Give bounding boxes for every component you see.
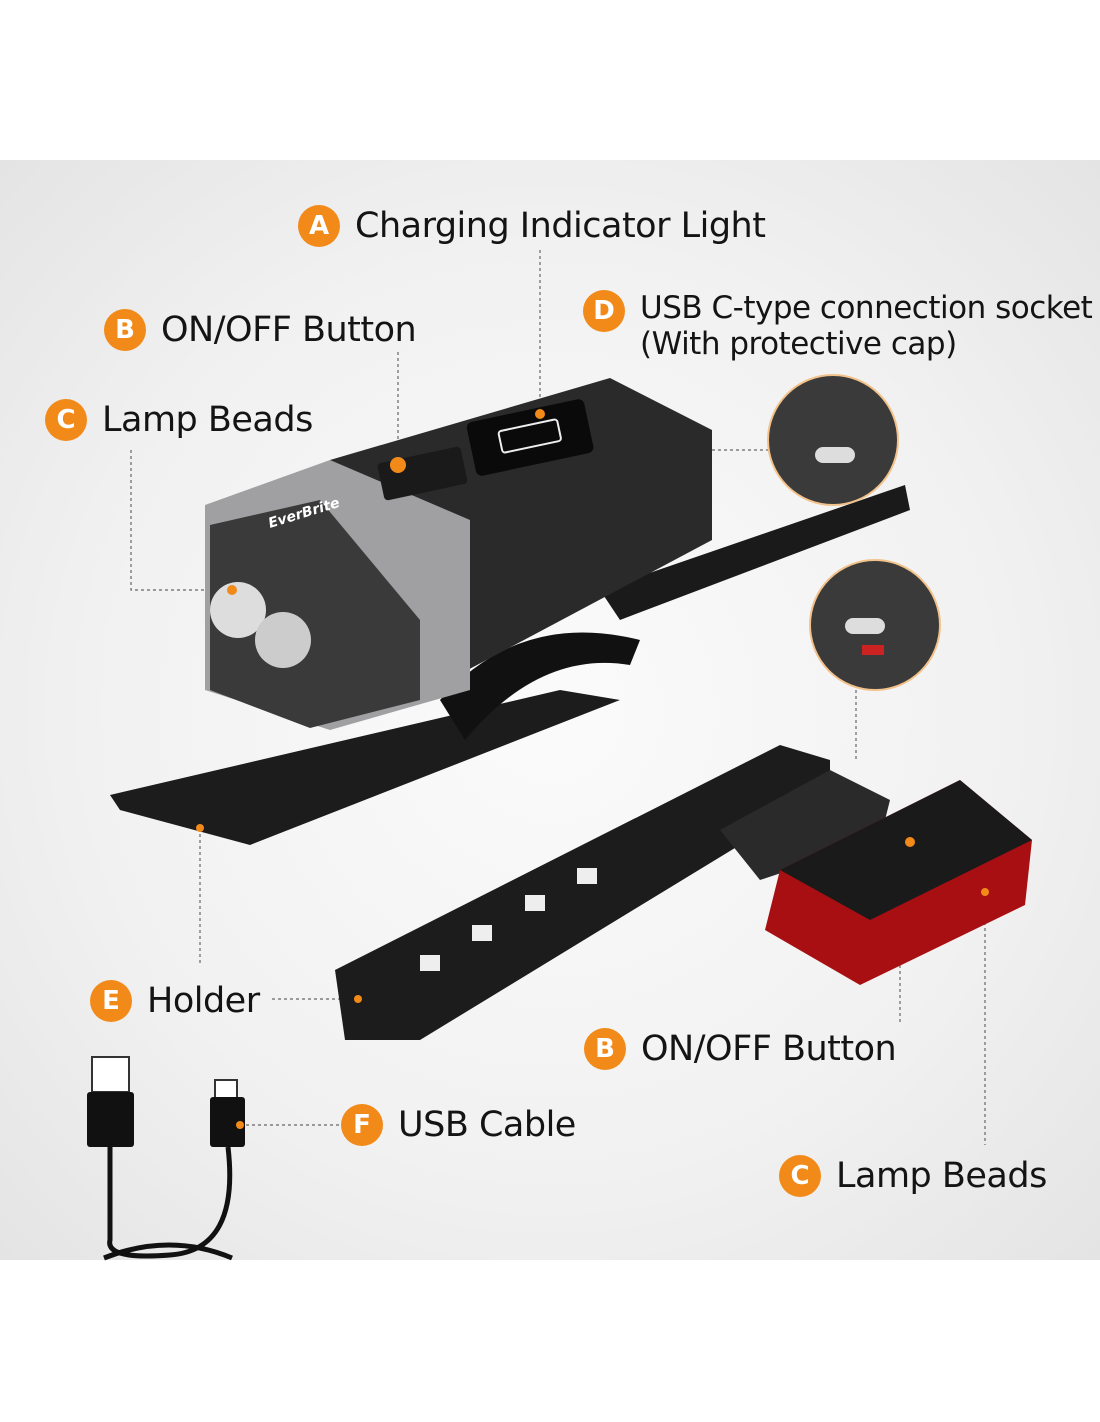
label-text: ON/OFF Button — [161, 310, 417, 350]
label-lamp-beads: C Lamp Beads — [45, 399, 313, 441]
label-on-off-button: B ON/OFF Button — [104, 309, 417, 351]
front-light-icon: EverBrite — [196, 378, 712, 832]
badge-f: F — [341, 1104, 383, 1146]
label-text: Holder — [147, 981, 260, 1021]
label-holder: E Holder — [90, 980, 260, 1022]
label-text: USB Cable — [398, 1105, 576, 1145]
label-text: ON/OFF Button — [641, 1029, 897, 1069]
label-text: Charging Indicator Light — [355, 206, 766, 246]
usb-c-socket-inset-icon — [767, 374, 941, 691]
label-usb-c-socket: D USB C-type connection socket (With pro… — [583, 290, 1093, 362]
label-rear-lamp-beads: C Lamp Beads — [779, 1155, 1047, 1197]
label-subtext: (With protective cap) — [640, 326, 957, 362]
front-light-strap-icon — [110, 485, 910, 845]
badge-d: D — [583, 290, 625, 332]
label-rear-on-off-button: B ON/OFF Button — [584, 1028, 897, 1070]
badge-c: C — [45, 399, 87, 441]
badge-e: E — [90, 980, 132, 1022]
rear-light-icon — [335, 745, 1032, 1040]
leader-lines — [130, 250, 986, 1145]
label-text: USB C-type connection socket — [640, 290, 1093, 326]
label-usb-cable: F USB Cable — [341, 1104, 576, 1146]
usb-cable-icon — [87, 1056, 245, 1261]
badge-a: A — [298, 205, 340, 247]
badge-c2: C — [779, 1155, 821, 1197]
badge-b: B — [104, 309, 146, 351]
label-text: Lamp Beads — [836, 1156, 1047, 1196]
label-charging-indicator: A Charging Indicator Light — [298, 205, 766, 247]
badge-b2: B — [584, 1028, 626, 1070]
label-text: Lamp Beads — [102, 400, 313, 440]
